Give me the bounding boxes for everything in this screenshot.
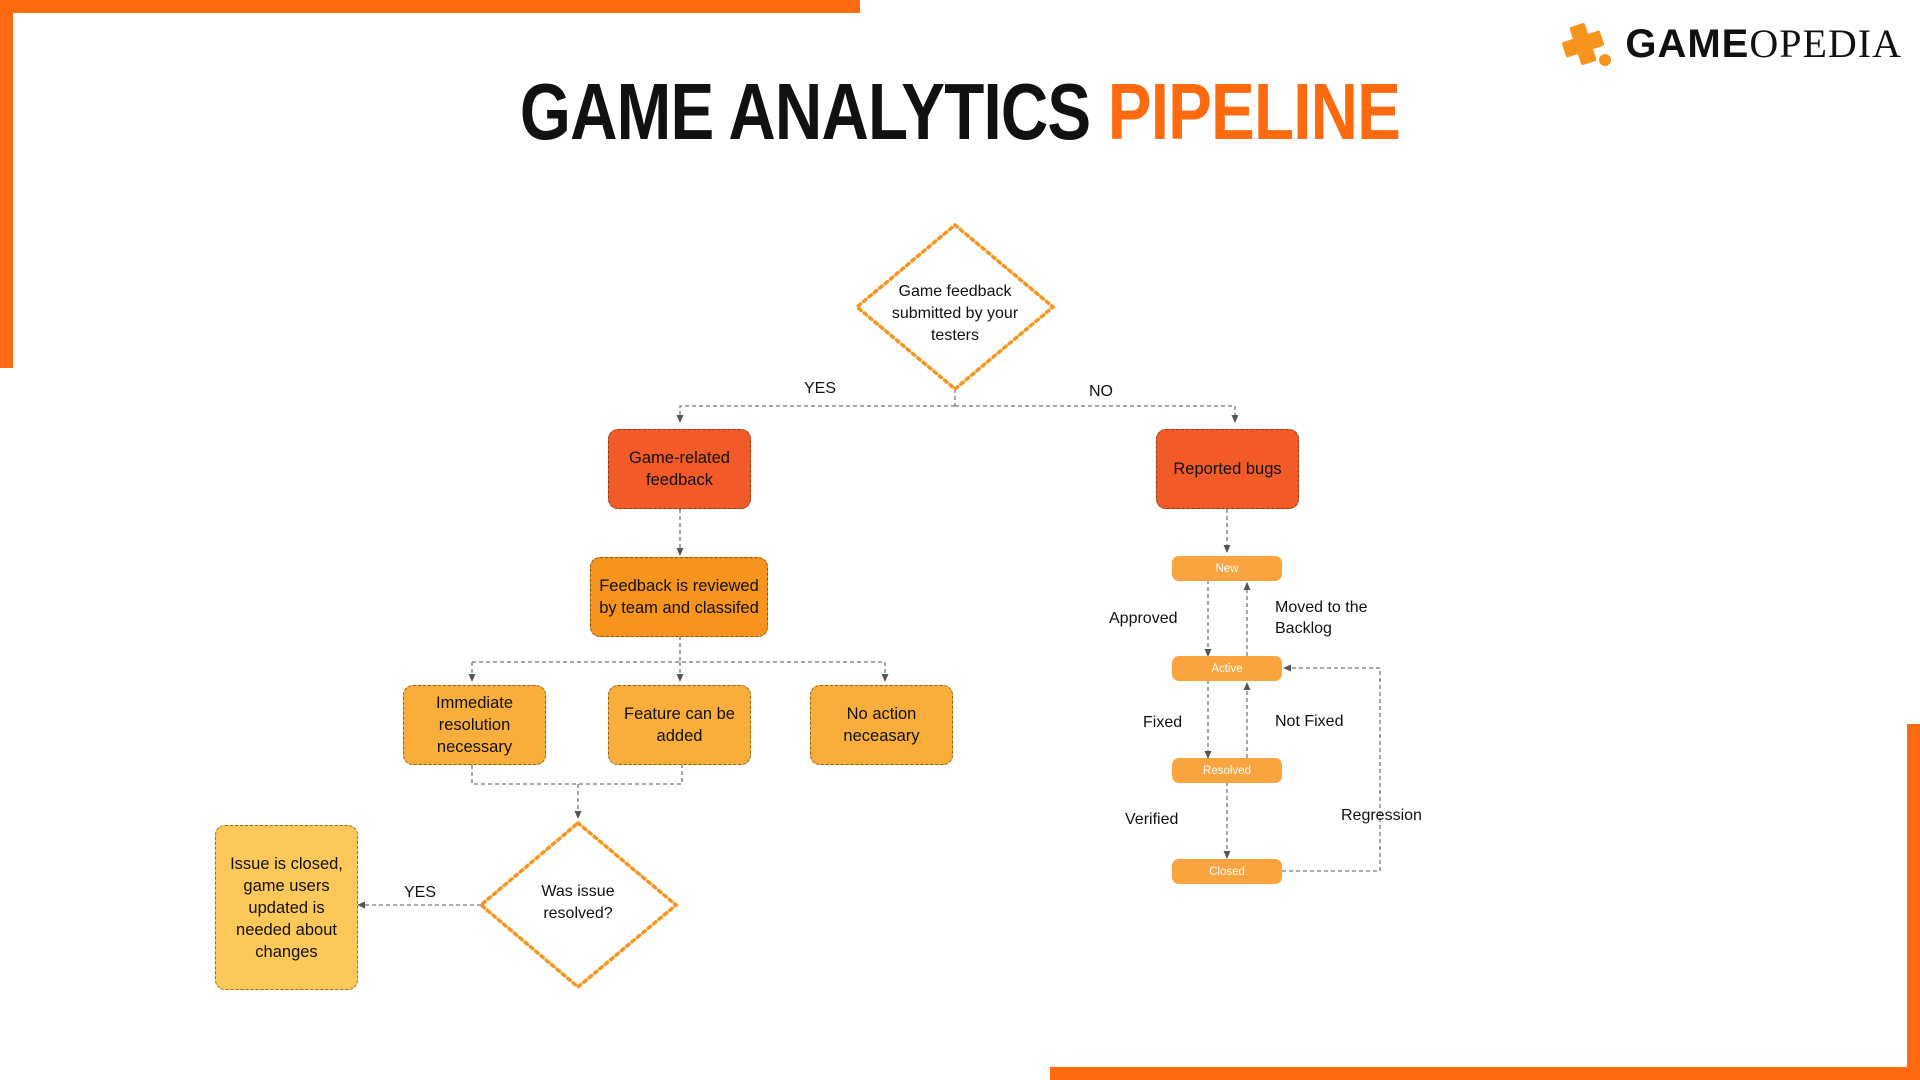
page-title: GAME ANALYTICS PIPELINE bbox=[173, 72, 1747, 152]
logo-word-game: GAME bbox=[1625, 22, 1750, 66]
title-highlight: PIPELINE bbox=[1107, 67, 1401, 156]
status-active: Active bbox=[1172, 656, 1282, 681]
logo-wordmark: GAMEOPEDIA bbox=[1625, 21, 1902, 66]
bottom-accent-bar bbox=[1050, 1067, 1920, 1080]
resolved-yes-label: YES bbox=[404, 884, 437, 901]
transition-not-fixed: Not Fixed bbox=[1275, 713, 1344, 730]
feedback-reviewed-box: Feedback is reviewed by team and classif… bbox=[590, 557, 768, 637]
status-closed: Closed bbox=[1172, 859, 1282, 884]
logo-word-opedia: OPEDIA bbox=[1749, 21, 1902, 66]
gameopedia-logo: GAMEOPEDIA bbox=[1553, 16, 1902, 72]
right-accent-bar bbox=[1907, 724, 1920, 1080]
connector-yes-branch bbox=[676, 405, 955, 423]
resolved-decision-diamond bbox=[478, 820, 679, 990]
issue-closed-box: Issue is closed, game users updated is n… bbox=[215, 825, 358, 990]
connector-regression bbox=[1282, 664, 1381, 872]
left-accent-bar bbox=[0, 0, 13, 368]
start-decision-diamond bbox=[854, 222, 1056, 392]
top-accent-bar bbox=[0, 0, 860, 13]
start-decision-text: Game feedback submitted by your testers bbox=[891, 283, 1019, 344]
immediate-resolution-box: Immediate resolution necessary bbox=[403, 685, 546, 765]
transition-verified: Verified bbox=[1125, 811, 1179, 828]
yes-branch-label: YES bbox=[804, 380, 837, 397]
status-resolved: Resolved bbox=[1172, 758, 1282, 783]
no-action-box: No action neceasary bbox=[810, 685, 953, 765]
transition-fixed: Fixed bbox=[1143, 714, 1183, 731]
transition-regression: Regression bbox=[1341, 807, 1422, 824]
game-related-feedback-box: Game-related feedback bbox=[608, 429, 751, 509]
connector-merge bbox=[471, 765, 683, 785]
transition-moved-backlog: Moved to the Backlog bbox=[1275, 599, 1368, 637]
feature-can-be-added-box: Feature can be added bbox=[608, 685, 751, 765]
logo-mark-icon bbox=[1553, 18, 1619, 70]
reported-bugs-box: Reported bugs bbox=[1156, 429, 1299, 509]
transition-approved: Approved bbox=[1109, 610, 1178, 627]
connector-no-branch bbox=[955, 405, 1239, 423]
no-branch-label: NO bbox=[1089, 383, 1113, 400]
resolved-decision-text: Was issue resolved? bbox=[541, 883, 615, 922]
title-main: GAME ANALYTICS bbox=[519, 67, 1091, 156]
status-new: New bbox=[1172, 556, 1282, 581]
